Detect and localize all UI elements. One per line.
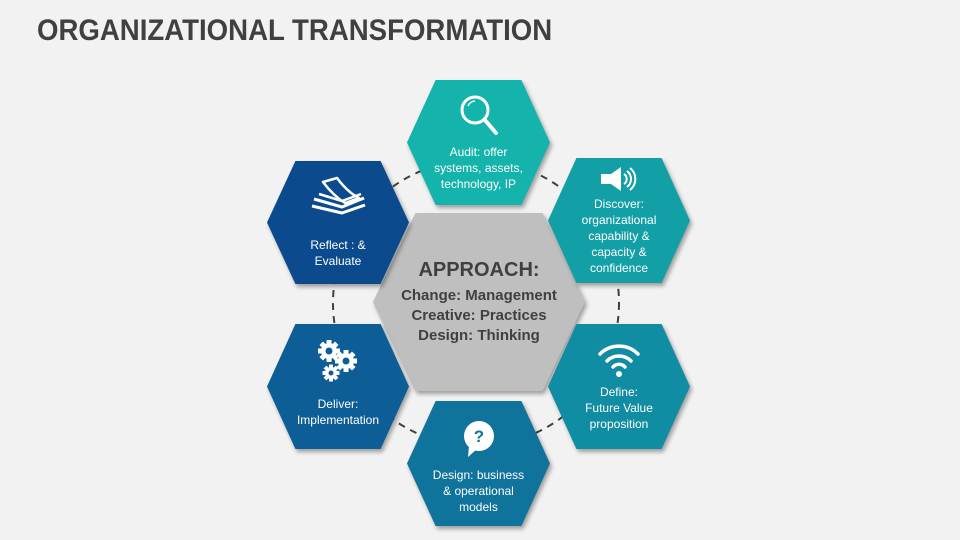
- approach-line: Design: Thinking: [418, 327, 540, 344]
- step-label-line: Implementation: [296, 413, 380, 427]
- slide-title: ORGANIZATIONAL TRANSFORMATION: [37, 14, 553, 47]
- approach-heading: APPROACH:: [418, 259, 540, 281]
- step-audit-wrap: Audit: offer systems, assets, technology…: [407, 80, 550, 205]
- step-label-line: models: [459, 500, 498, 514]
- step-label-line: proposition: [589, 417, 649, 431]
- step-label-line: capability &: [588, 229, 650, 243]
- svg-text:?: ?: [473, 427, 483, 446]
- step-deliver-hexagon: Deliver: Implementation: [267, 324, 409, 449]
- step-design-wrap: ? Design: business & operational models: [407, 401, 550, 526]
- approach-hexagon: APPROACH: Change: Management Creative: P…: [373, 213, 585, 391]
- step-label-line: systems, assets,: [434, 161, 523, 175]
- step-label-line: Deliver:: [317, 397, 359, 411]
- megaphone-icon: [599, 164, 639, 194]
- step-label-line: & operational: [443, 484, 514, 498]
- step-discover-hexagon: Discover: organizational capability & ca…: [548, 158, 690, 283]
- step-label-line: technology, IP: [440, 177, 517, 191]
- step-label-line: Discover:: [593, 197, 644, 211]
- step-label-line: Audit: offer: [449, 145, 508, 159]
- papers-icon: [309, 175, 367, 217]
- approach-line: Creative: Practices: [411, 307, 547, 324]
- step-define-hexagon: Define: Future Value proposition: [548, 324, 690, 449]
- question-bubble-icon: ?: [461, 419, 497, 461]
- approach-hexagon-wrap: APPROACH: Change: Management Creative: P…: [373, 213, 585, 391]
- approach-line: Change: Management: [401, 287, 557, 304]
- step-label-line: Design: business: [432, 468, 525, 482]
- step-define-wrap: Define: Future Value proposition: [548, 324, 690, 449]
- step-label-line: capacity &: [591, 245, 647, 259]
- step-reflect-hexagon: Reflect : & Evaluate: [267, 161, 409, 284]
- step-design-hexagon: ? Design: business & operational models: [407, 401, 550, 526]
- step-deliver-wrap: Deliver: Implementation: [267, 324, 409, 449]
- step-label-line: Reflect : &: [310, 238, 366, 252]
- magnifier-icon: [458, 92, 500, 138]
- step-label-line: Define:: [599, 385, 638, 399]
- gears-icon: [316, 338, 360, 384]
- wifi-icon: [597, 338, 641, 380]
- step-label-line: Future Value: [585, 401, 653, 415]
- step-discover-wrap: Discover: organizational capability & ca…: [548, 158, 690, 283]
- step-label-line: organizational: [581, 213, 657, 227]
- step-reflect-wrap: Reflect : & Evaluate: [267, 161, 409, 284]
- step-audit-hexagon: Audit: offer systems, assets, technology…: [407, 80, 550, 205]
- step-label-line: confidence: [589, 261, 649, 275]
- step-label-line: Evaluate: [314, 254, 362, 268]
